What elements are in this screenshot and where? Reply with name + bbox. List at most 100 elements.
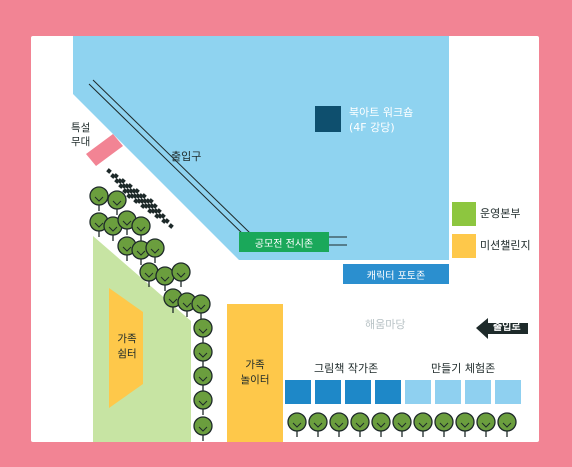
seat bbox=[146, 203, 152, 209]
picture-book-zone-label: 그림책 작가존 bbox=[314, 362, 379, 375]
contest-exhibition-label: 공모전 전시존 bbox=[254, 238, 314, 250]
seat bbox=[106, 168, 112, 174]
seat bbox=[124, 183, 130, 189]
seat bbox=[133, 198, 139, 204]
seat bbox=[152, 203, 158, 209]
seat bbox=[132, 193, 138, 199]
booth-craft bbox=[405, 380, 431, 404]
tree-icon bbox=[371, 412, 391, 437]
seat bbox=[129, 193, 135, 199]
tree-icon bbox=[193, 390, 213, 415]
tree-icon bbox=[455, 412, 475, 437]
book-art-icon bbox=[315, 106, 341, 132]
tree-icon bbox=[350, 412, 370, 437]
legend-operations-swatch bbox=[452, 202, 476, 226]
building-area bbox=[73, 36, 449, 260]
seat bbox=[135, 193, 141, 199]
exit-label: 출입로 bbox=[493, 322, 521, 333]
family-play-label: 가족 놀이터 bbox=[240, 359, 270, 386]
tree-icon bbox=[131, 216, 151, 241]
seat bbox=[122, 188, 128, 194]
seat bbox=[142, 198, 148, 204]
tree-icon bbox=[329, 412, 349, 437]
seat bbox=[168, 223, 174, 229]
tree-icon bbox=[191, 294, 211, 319]
festival-map: 특설 무대 출입구 북아트 워크숍 (4F 강당) 공모전 전시존 캐릭터 포토… bbox=[31, 36, 539, 442]
seat bbox=[150, 208, 156, 214]
booth-picture-book bbox=[375, 380, 401, 404]
entrance-label: 출입구 bbox=[171, 150, 202, 163]
character-photo-box bbox=[343, 264, 449, 284]
tree-icon bbox=[308, 412, 328, 437]
booth-craft bbox=[495, 380, 521, 404]
tree-icon bbox=[497, 412, 517, 437]
tree-icon bbox=[177, 292, 197, 317]
seat bbox=[156, 208, 162, 214]
seat bbox=[118, 183, 124, 189]
tree-icon bbox=[145, 238, 165, 263]
character-photo-label: 캐릭터 포토존 bbox=[366, 270, 426, 282]
exit-arrow-icon bbox=[476, 318, 528, 339]
family-rest-yellow bbox=[109, 288, 143, 408]
map-graphics bbox=[73, 36, 528, 442]
booth-craft bbox=[435, 380, 461, 404]
seat bbox=[121, 183, 127, 189]
tree-icon bbox=[107, 190, 127, 215]
seat bbox=[145, 198, 151, 204]
tree-icon bbox=[193, 318, 213, 343]
seat bbox=[117, 178, 123, 184]
special-stage bbox=[86, 134, 123, 166]
seat bbox=[154, 213, 160, 219]
seat bbox=[126, 193, 132, 199]
seat bbox=[149, 203, 155, 209]
haeum-yard-label: 해움마당 bbox=[365, 318, 406, 331]
tree-icon bbox=[193, 342, 213, 367]
family-play-box bbox=[227, 304, 283, 442]
tree-icon bbox=[89, 186, 109, 211]
booth-picture-book bbox=[285, 380, 311, 404]
seat bbox=[143, 203, 149, 209]
tree-icon bbox=[193, 366, 213, 391]
seat bbox=[148, 198, 154, 204]
special-stage-label: 특설 무대 bbox=[71, 122, 91, 148]
seat bbox=[134, 188, 140, 194]
seat bbox=[140, 203, 146, 209]
seat bbox=[141, 193, 147, 199]
seat bbox=[164, 218, 170, 224]
tree-icon bbox=[476, 412, 496, 437]
tree-icon bbox=[392, 412, 412, 437]
seat bbox=[139, 198, 145, 204]
seat bbox=[125, 188, 131, 194]
seat bbox=[147, 208, 153, 214]
seat bbox=[138, 193, 144, 199]
seat bbox=[114, 178, 120, 184]
tree-icon bbox=[413, 412, 433, 437]
seating-grid bbox=[106, 168, 174, 229]
seat bbox=[136, 198, 142, 204]
seat bbox=[161, 218, 167, 224]
legend-operations-label: 운영본부 bbox=[480, 207, 521, 220]
seat bbox=[110, 173, 116, 179]
legend-mission-swatch bbox=[452, 234, 476, 258]
tree-icon bbox=[155, 266, 175, 291]
booth-picture-book bbox=[315, 380, 341, 404]
tree-icon bbox=[171, 262, 191, 287]
tree-icon bbox=[193, 416, 213, 441]
seat bbox=[127, 183, 133, 189]
seat bbox=[153, 208, 159, 214]
trees bbox=[89, 186, 517, 441]
seat bbox=[157, 213, 163, 219]
booths bbox=[285, 380, 521, 404]
booth-craft bbox=[465, 380, 491, 404]
seat bbox=[131, 188, 137, 194]
tree-icon bbox=[434, 412, 454, 437]
tree-icon bbox=[131, 240, 151, 265]
seat bbox=[160, 213, 166, 219]
seat bbox=[128, 188, 134, 194]
craft-zone-label: 만들기 체험존 bbox=[431, 362, 496, 375]
family-rest-label: 가족 쉼터 bbox=[117, 333, 137, 360]
contest-exhibition-box bbox=[239, 232, 329, 252]
tree-icon bbox=[287, 412, 307, 437]
booth-picture-book bbox=[345, 380, 371, 404]
seat bbox=[113, 173, 119, 179]
